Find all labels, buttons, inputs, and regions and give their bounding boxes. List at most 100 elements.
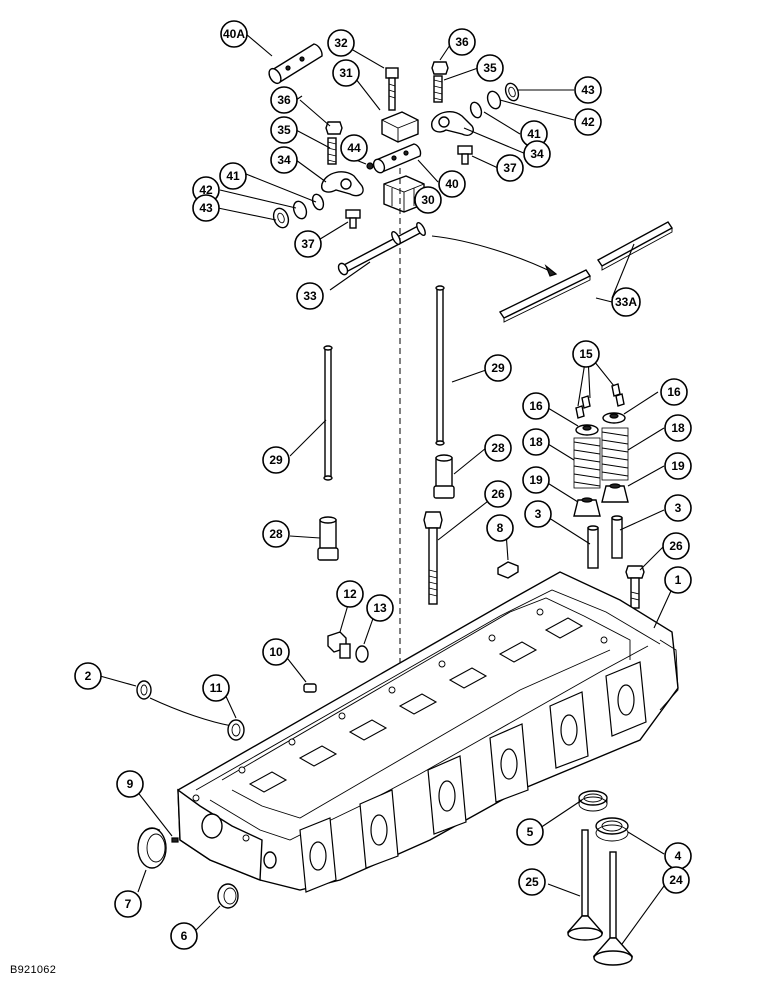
washer-43-left — [272, 207, 290, 229]
svg-text:16: 16 — [667, 385, 681, 399]
callout-42-washer-right: 42 — [574, 108, 602, 136]
callout-19-seal-left: 19 — [522, 466, 550, 494]
callout-35-screw-right: 35 — [476, 54, 504, 82]
expansion-plug-6 — [217, 883, 239, 909]
rocker-shaft-40a — [268, 43, 323, 85]
adjusting-screw-35-left — [327, 137, 337, 165]
callout-3-guide-left: 3 — [524, 500, 552, 528]
svg-text:26: 26 — [491, 487, 505, 501]
svg-text:10: 10 — [269, 645, 283, 659]
head-bolt-26-left — [423, 511, 443, 605]
callout-18-spring-left: 18 — [522, 428, 550, 456]
push-rod-29-right — [435, 285, 445, 446]
callout-10-plug: 10 — [262, 638, 290, 666]
nut-36-left — [325, 121, 343, 135]
washer-43-right — [504, 82, 520, 102]
callout-37-cap-right: 37 — [496, 154, 524, 182]
o-ring-13 — [355, 645, 369, 663]
svg-text:28: 28 — [491, 441, 505, 455]
callout-31-support-block: 31 — [332, 59, 360, 87]
callout-6-expansion-plug: 6 — [170, 922, 198, 950]
svg-text:36: 36 — [455, 35, 469, 49]
svg-text:43: 43 — [199, 201, 213, 215]
callout-43-washer-left: 43 — [192, 194, 220, 222]
callout-16-retainer-right: 16 — [660, 378, 688, 406]
valve-collets-15 — [575, 383, 625, 419]
svg-text:35: 35 — [277, 123, 291, 137]
svg-text:40: 40 — [445, 177, 459, 191]
callout-18-spring-right: 18 — [664, 414, 692, 442]
plug-11 — [227, 719, 245, 741]
callout-9-dowel: 9 — [116, 770, 144, 798]
rocker-arm-34-left — [321, 171, 364, 197]
callout-26-bolt-left: 26 — [484, 480, 512, 508]
svg-text:31: 31 — [339, 66, 353, 80]
callout-28-tappet-right: 28 — [484, 434, 512, 462]
valve-stem-seal-19-right — [601, 483, 629, 503]
svg-text:33: 33 — [303, 289, 317, 303]
svg-text:6: 6 — [181, 929, 188, 943]
fitting-12 — [327, 631, 351, 659]
valve-guide-3-left — [587, 525, 599, 569]
callout-33-shaft: 33 — [296, 282, 324, 310]
svg-text:35: 35 — [483, 61, 497, 75]
svg-text:18: 18 — [671, 421, 685, 435]
rocker-arm-34-right — [431, 111, 474, 136]
svg-text:3: 3 — [535, 507, 542, 521]
svg-text:30: 30 — [421, 193, 435, 207]
valve-24 — [593, 851, 633, 966]
callout-8-washer: 8 — [486, 514, 514, 542]
svg-text:9: 9 — [127, 777, 134, 791]
callout-2-plug: 2 — [74, 662, 102, 690]
callout-1-cylinder-head: 1 — [664, 566, 692, 594]
svg-text:29: 29 — [269, 453, 283, 467]
rocker-shaft-40 — [372, 143, 422, 174]
svg-text:18: 18 — [529, 435, 543, 449]
callout-35-screw-left: 35 — [270, 116, 298, 144]
svg-text:7: 7 — [125, 897, 132, 911]
callout-33a-cover-rail: 33A — [611, 287, 641, 317]
valve-25 — [567, 829, 603, 941]
svg-text:26: 26 — [669, 539, 683, 553]
washer-41-right — [469, 101, 483, 119]
svg-text:15: 15 — [579, 347, 593, 361]
callout-11-plug: 11 — [202, 674, 230, 702]
valve-seat-insert-4 — [595, 817, 629, 842]
svg-text:8: 8 — [497, 521, 504, 535]
svg-text:24: 24 — [669, 873, 683, 887]
svg-text:43: 43 — [581, 83, 595, 97]
adjusting-screw-35-right — [433, 75, 443, 103]
svg-text:42: 42 — [199, 183, 213, 197]
svg-text:3: 3 — [675, 501, 682, 515]
callout-5-seat-insert: 5 — [516, 818, 544, 846]
svg-text:28: 28 — [269, 527, 283, 541]
callout-25-valve: 25 — [518, 868, 546, 896]
valve-stem-seal-19-left — [573, 497, 601, 517]
push-rod-29-left — [323, 345, 333, 481]
callout-3-guide-right: 3 — [664, 494, 692, 522]
callout-44-plug: 44 — [340, 134, 368, 162]
washer-42-left — [292, 200, 308, 220]
callout-24-valve: 24 — [662, 866, 690, 894]
tappet-28-left — [317, 516, 339, 561]
svg-text:12: 12 — [343, 587, 357, 601]
bolt-32 — [385, 67, 399, 111]
nut-36-right — [431, 61, 449, 75]
rocker-cover-rail-33a — [498, 221, 674, 323]
svg-text:2: 2 — [85, 669, 92, 683]
svg-text:13: 13 — [373, 601, 387, 615]
callout-26-bolt-right: 26 — [662, 532, 690, 560]
callout-29-push-rod-right: 29 — [484, 354, 512, 382]
plug-2 — [136, 680, 152, 700]
callout-15-collets: 15 — [572, 340, 600, 368]
washer-42-right — [486, 90, 502, 110]
callout-41-washer-left: 41 — [219, 162, 247, 190]
dowel-9 — [171, 837, 179, 843]
callout-28-tappet-left: 28 — [262, 520, 290, 548]
svg-text:1: 1 — [675, 573, 682, 587]
washer-41-left — [311, 193, 325, 211]
svg-text:11: 11 — [210, 681, 223, 695]
callout-30-support-bracket: 30 — [414, 186, 442, 214]
callout-16-retainer-left: 16 — [522, 392, 550, 420]
